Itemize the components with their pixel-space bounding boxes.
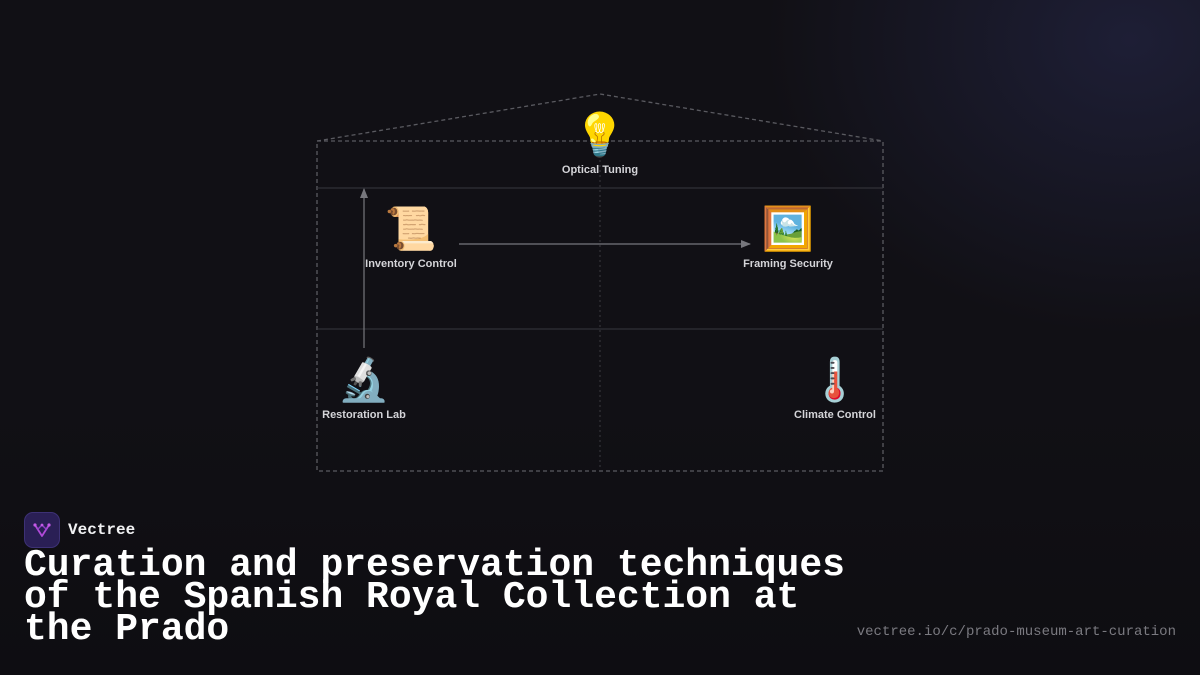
lightbulb-icon: 💡 xyxy=(573,110,627,159)
node-climate-control: 🌡️ Climate Control xyxy=(755,355,915,421)
vectree-logo-icon xyxy=(24,512,60,548)
node-framing-security: 🖼️ Framing Security xyxy=(708,204,868,270)
node-optical-tuning: 💡 Optical Tuning xyxy=(520,110,680,176)
thermometer-icon: 🌡️ xyxy=(808,355,862,404)
node-label: Climate Control xyxy=(794,409,876,421)
node-restoration-lab: 🔬 Restoration Lab xyxy=(284,355,444,421)
node-label: Optical Tuning xyxy=(561,164,639,176)
node-label: Restoration Lab xyxy=(322,409,406,421)
house-outline xyxy=(316,140,884,472)
brand: Vectree xyxy=(24,512,135,548)
page-url[interactable]: vectree.io/c/prado-museum-art-curation xyxy=(856,624,1176,640)
node-inventory-control: 📜 Inventory Control xyxy=(331,204,491,270)
logo-mark xyxy=(33,523,51,537)
framed-picture-icon: 🖼️ xyxy=(761,204,815,253)
scroll-icon: 📜 xyxy=(384,204,438,253)
microscope-icon: 🔬 xyxy=(337,355,391,404)
roof-outline xyxy=(316,93,884,142)
node-label: Framing Security xyxy=(743,258,833,270)
node-label: Inventory Control xyxy=(365,258,457,270)
brand-name: Vectree xyxy=(68,521,136,539)
page-title: Curation and preservation techniques of … xyxy=(24,544,845,651)
